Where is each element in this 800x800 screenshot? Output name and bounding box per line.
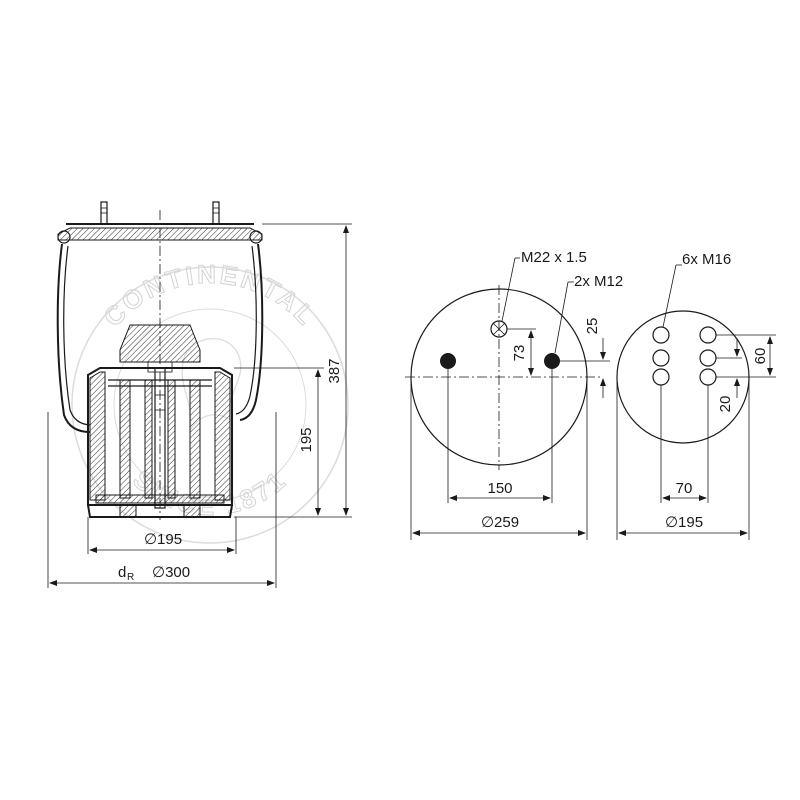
top-plate <box>57 223 263 244</box>
watermark-brand: CONTINENTAL <box>97 258 320 332</box>
dim-top-diameter: ∅259 <box>410 380 588 540</box>
label-70: 70 <box>676 480 693 497</box>
dim-height-total: 387 <box>234 223 352 518</box>
label-diameter-195: ∅195 <box>144 531 182 548</box>
label-25: 25 <box>584 318 601 335</box>
dim-70: 70 <box>660 385 709 503</box>
piston <box>87 367 233 518</box>
svg-text:CONTINENTAL: CONTINENTAL <box>97 259 322 332</box>
label-m12: 2x M12 <box>574 273 623 290</box>
bellows <box>56 243 264 433</box>
label-150: 150 <box>487 480 512 497</box>
label-dr-subscript: R <box>127 572 134 583</box>
holes-m16: 6x M16 <box>652 251 731 386</box>
stud-hole-left <box>440 353 456 369</box>
studs-m12: 2x M12 <box>440 273 623 369</box>
label-m22: M22 x 1.5 <box>521 249 587 266</box>
dim-bottom-diameter: ∅195 <box>616 380 750 540</box>
label-387: 387 <box>326 358 343 383</box>
label-60: 60 <box>752 348 769 365</box>
label-73: 73 <box>511 345 528 362</box>
label-diameter-195-bottom: ∅195 <box>665 514 703 531</box>
label-20: 20 <box>717 396 734 413</box>
dim-offset-25: 25 <box>560 318 610 398</box>
dim-bellows-diameter: d R ∅300 <box>47 412 277 588</box>
dim-stud-spacing: 150 <box>447 369 553 503</box>
side-view: 387 195 ∅195 d R ∅300 <box>47 201 352 588</box>
label-diameter-300: ∅300 <box>152 564 190 581</box>
dim-offset-73: 73 <box>507 328 536 376</box>
bottom-plate-view: 6x M16 60 20 70 ∅195 <box>616 251 776 540</box>
dim-piston-diameter: ∅195 <box>87 517 237 554</box>
dim-20: 20 <box>716 338 742 412</box>
label-dr: d <box>118 564 126 581</box>
dim-height-piston: 195 <box>234 367 324 516</box>
bumper <box>119 324 201 373</box>
label-m16: 6x M16 <box>682 251 731 268</box>
label-diameter-259: ∅259 <box>481 514 519 531</box>
top-plate-view: M22 x 1.5 2x M12 25 73 150 <box>405 249 623 540</box>
label-195-height: 195 <box>298 427 315 452</box>
stud-hole-right <box>544 353 560 369</box>
dim-60: 60 <box>716 334 776 378</box>
air-connection-m22: M22 x 1.5 <box>490 249 587 338</box>
